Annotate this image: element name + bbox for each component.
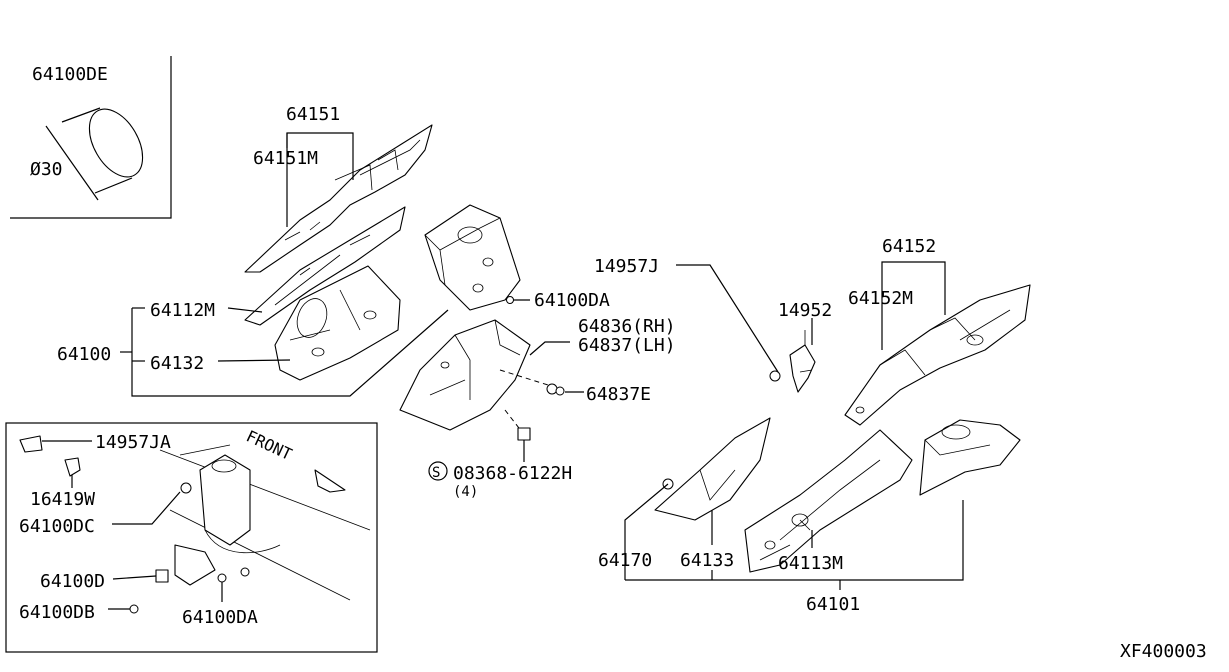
label-64836-rh: 64836(RH) (578, 316, 676, 337)
label-14957JA: 14957JA (95, 432, 171, 453)
label-08368-6122H: 08368-6122H (453, 463, 572, 484)
label-screw-s: S (432, 465, 440, 481)
rail-64152 (844, 284, 1031, 426)
label-64152M: 64152M (848, 288, 913, 309)
inset-lower-left: FRONT 14957JA 16419W 64100DC 64100D 6410… (5, 422, 378, 653)
label-64837E: 64837E (586, 384, 651, 405)
label-quantity-4: (4) (453, 484, 478, 500)
label-64837-lh: 64837(LH) (578, 335, 676, 356)
bolt-08368 (517, 427, 531, 452)
label-64100D: 64100D (40, 571, 105, 592)
label-64100DE: 64100DE (32, 64, 108, 85)
label-64100DA: 64100DA (534, 290, 610, 311)
bracket-64170 (654, 417, 771, 521)
label-64152: 64152 (882, 236, 936, 257)
screw-symbol-s: S (428, 461, 448, 481)
clip-64837E (546, 383, 565, 396)
label-64112M: 64112M (150, 300, 215, 321)
label-64100DA-inset: 64100DA (182, 607, 258, 628)
bracket-64836-64837 (399, 319, 531, 431)
label-64100: 64100 (57, 344, 111, 365)
rail-64113M (744, 429, 913, 573)
label-14952: 14952 (778, 300, 832, 321)
leaders-right (624, 261, 964, 590)
leaders-upper-left (120, 132, 584, 462)
clip-14957J (769, 370, 781, 382)
housing-64101 (919, 419, 1021, 496)
label-64101: 64101 (806, 594, 860, 615)
label-64170: 64170 (598, 550, 652, 571)
reference-code: XF400003 (1120, 641, 1207, 662)
clip-14952 (789, 330, 816, 393)
label-64151: 64151 (286, 104, 340, 125)
label-16419W: 16419W (30, 489, 95, 510)
rail-64151-upper (244, 124, 433, 273)
label-front: FRONT (243, 426, 295, 464)
panel-64132 (274, 265, 401, 381)
label-14957J: 14957J (594, 256, 659, 277)
label-64132: 64132 (150, 353, 204, 374)
label-64100DB: 64100DB (19, 602, 95, 623)
grommet-64100DA (506, 296, 514, 304)
label-64133: 64133 (680, 550, 734, 571)
label-64151M: 64151M (253, 148, 318, 169)
strut-housing (424, 204, 521, 311)
label-64113M: 64113M (778, 553, 843, 574)
label-diameter-30: Ø30 (30, 159, 63, 180)
inset-plug-64100DE: 64100DE Ø30 (10, 56, 172, 219)
label-64100DC: 64100DC (19, 516, 95, 537)
rail-64112M (244, 206, 406, 326)
